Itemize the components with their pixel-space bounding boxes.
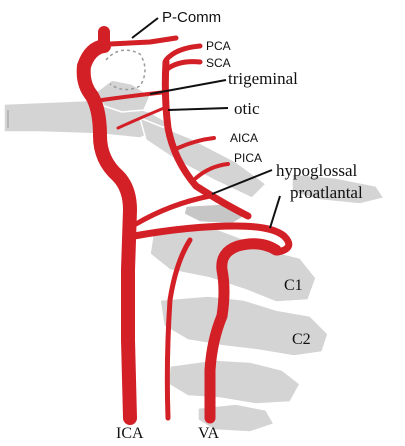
label-hypoglossal: hypoglossal: [276, 161, 358, 180]
vertebral-artery: [204, 238, 282, 424]
skull-base-bones: [3, 49, 386, 433]
vertebral-artery-branch: [164, 237, 193, 421]
label-sca: SCA: [206, 56, 231, 70]
basilar-artery: [161, 58, 252, 220]
leader-otic: [167, 107, 229, 111]
label-pca: PCA: [206, 39, 231, 53]
arteries: [76, 26, 293, 425]
posterior-communicating-artery: [107, 35, 179, 47]
label-c2: C2: [292, 331, 311, 348]
occipital-bone: [291, 173, 386, 205]
c2-vertebra: [159, 295, 329, 357]
label-trigeminal: trigeminal: [228, 69, 298, 88]
posterior-inferior-cerebellar-artery: [194, 162, 230, 180]
label-va: VA: [198, 425, 219, 442]
leader-lines: [131, 17, 281, 229]
posterior-cerebral-artery: [163, 43, 203, 63]
leader-trigeminal: [149, 79, 227, 95]
label-otic: otic: [234, 99, 260, 118]
superior-cerebellar-artery: [163, 59, 203, 73]
label-pica: PICA: [234, 151, 262, 165]
c4-vertebra-partial: [197, 403, 276, 433]
internal-carotid-artery: [76, 39, 137, 425]
labels: P-Comm PCA SCA trigeminal otic AICA PICA…: [116, 9, 363, 442]
leader-pcomm: [131, 17, 159, 39]
proatlantal-artery: [130, 222, 293, 256]
posterior-clinoid-outline: [105, 49, 146, 91]
leader-hypoglossal: [211, 169, 273, 195]
label-ica: ICA: [116, 425, 144, 442]
anterior-inferior-cerebellar-artery: [176, 136, 216, 150]
label-c1: C1: [284, 277, 303, 294]
leader-proatlantal: [269, 195, 281, 229]
label-pcomm: P-Comm: [162, 9, 221, 26]
hypoglossal-artery: [133, 193, 213, 227]
c3-vertebra: [167, 359, 301, 405]
otic-artery: [116, 106, 166, 130]
label-aica: AICA: [230, 131, 258, 145]
label-proatlantal: proatlantal: [290, 183, 363, 202]
